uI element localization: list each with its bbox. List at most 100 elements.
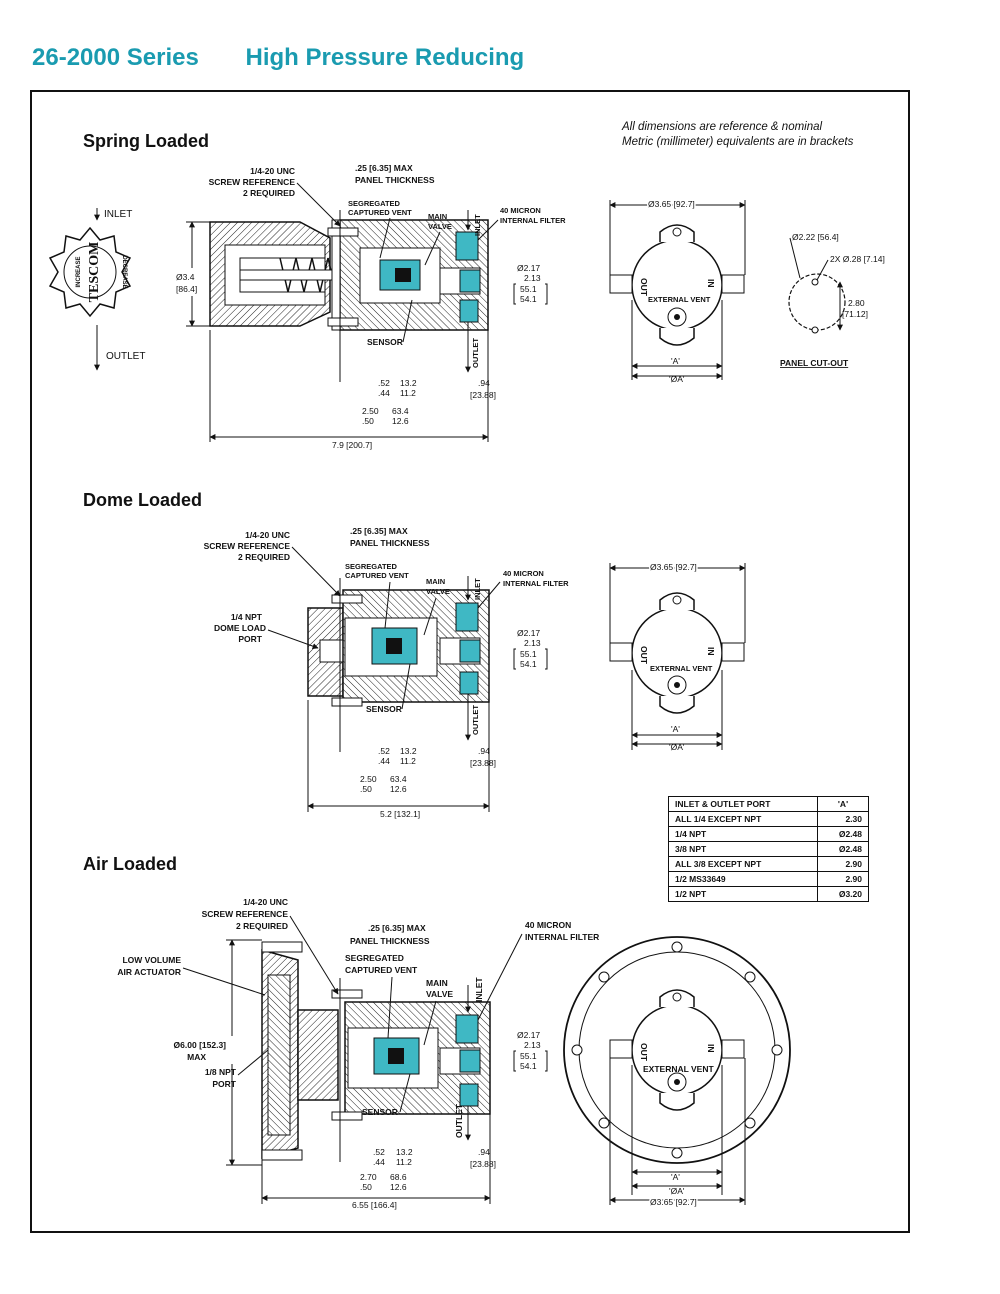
knob-brand: TESCOM xyxy=(87,242,102,303)
dome-dim-d52-2: .44 xyxy=(378,756,390,766)
dome-screw-ref-1: 1/4-20 UNC xyxy=(245,530,290,540)
spring-oa-label: 'ØA' xyxy=(669,374,685,384)
air-dim-d365: Ø3.65 [92.7] xyxy=(650,1197,697,1207)
dome-filter-2: INTERNAL FILTER xyxy=(503,579,569,588)
table-cell-port: 3/8 NPT xyxy=(668,841,818,857)
dome-front-view: OUT IN EXTERNAL VENT Ø3.65 [92.7] 'A' 'Ø… xyxy=(609,561,746,752)
cutout-dim-d280-2: [71.12] xyxy=(842,309,868,319)
dome-panel-1: .25 [6.35] MAX xyxy=(350,526,408,536)
table-cell-a: 2.90 xyxy=(817,871,869,887)
air-out-label: OUT xyxy=(639,1043,649,1062)
spring-dim-d132-1: 13.2 xyxy=(400,378,417,388)
table-cell-a: Ø3.20 xyxy=(817,886,869,902)
air-panel-2: PANEL THICKNESS xyxy=(350,936,430,946)
air-regulator-section xyxy=(261,941,491,1162)
air-valve-1: MAIN xyxy=(426,978,448,988)
air-annotations: 1/4-20 UNC SCREW REFERENCE 2 REQUIRED .2… xyxy=(117,897,599,1210)
air-dim-d52-2: .44 xyxy=(373,1157,385,1167)
spring-filter-1: 40 MICRON xyxy=(500,206,541,215)
spring-valve-1: MAIN xyxy=(428,212,447,221)
dome-outlet: OUTLET xyxy=(471,705,480,735)
spring-a-label: 'A' xyxy=(671,356,680,366)
dome-screw-ref-3: 2 REQUIRED xyxy=(238,552,290,562)
air-dia600-2: MAX xyxy=(187,1052,206,1062)
table-cell-port: 1/2 MS33649 xyxy=(668,871,818,887)
dome-out-label: OUT xyxy=(639,646,649,665)
table-cell-a: Ø2.48 xyxy=(817,841,869,857)
cutout-label: PANEL CUT-OUT xyxy=(780,358,849,368)
table-cell-port: 1/2 NPT xyxy=(668,886,818,902)
spring-dim-d34-2: [86.4] xyxy=(176,284,197,294)
air-dim-d132-1: 13.2 xyxy=(396,1147,413,1157)
air-dim-d686-1: 68.6 xyxy=(390,1172,407,1182)
spring-ext-vent: EXTERNAL VENT xyxy=(648,295,711,304)
dome-dim-d132-2: 11.2 xyxy=(400,756,416,766)
dome-dim-d94-2: [23.88] xyxy=(470,758,496,768)
knob-inlet-label: INLET xyxy=(104,209,132,220)
spring-dim-d52-1: .52 xyxy=(378,378,390,388)
dome-dim-d250-2: .50 xyxy=(360,784,372,794)
spring-screw-ref-3: 2 REQUIRED xyxy=(243,188,295,198)
dome-dim-d94-1: .94 xyxy=(478,746,490,756)
dome-port-1: 1/4 NPT xyxy=(231,612,263,622)
air-dim-d132-2: 11.2 xyxy=(396,1157,412,1167)
spring-sensor: SENSOR xyxy=(367,337,403,347)
table-header: INLET & OUTLET PORT 'A' xyxy=(668,796,869,812)
dome-dim-d551-2: 54.1 xyxy=(520,659,537,669)
dome-dim-d634-1: 63.4 xyxy=(390,774,407,784)
cutout-dim-d222: Ø2.22 [56.4] xyxy=(792,232,839,242)
note-line-2: Metric (millimeter) equivalents are in b… xyxy=(622,136,854,148)
spring-dim-d634-2: 12.6 xyxy=(392,416,409,426)
dome-annotations: 1/4-20 UNC SCREW REFERENCE 2 REQUIRED .2… xyxy=(204,526,570,819)
table-cell-port: 1/4 NPT xyxy=(668,826,818,842)
spring-screw-ref-1: 1/4-20 UNC xyxy=(250,166,295,176)
spring-outlet: OUTLET xyxy=(471,338,480,368)
air-port-2: PORT xyxy=(212,1079,236,1089)
drawing-frame xyxy=(30,90,910,1233)
dome-dim-d250-1: 2.50 xyxy=(360,774,377,784)
dome-panel-2: PANEL THICKNESS xyxy=(350,538,430,548)
air-dim-length: 6.55 [166.4] xyxy=(352,1200,397,1210)
air-dim-d217-2: 2.13 xyxy=(524,1040,541,1050)
air-in-label: IN xyxy=(706,1044,716,1053)
panel-cutout: Ø2.22 [56.4] 2X Ø.28 [7.14] 2.80 [71.12]… xyxy=(780,232,885,368)
air-port-1: 1/8 NPT xyxy=(205,1067,237,1077)
air-dim-d94-1: .94 xyxy=(478,1147,490,1157)
knob-outlet-label: OUTLET xyxy=(106,351,145,362)
spring-filter-2: INTERNAL FILTER xyxy=(500,216,566,225)
air-filter-1: 40 MICRON xyxy=(525,920,571,930)
spring-vent-1: SEGREGATED xyxy=(348,199,401,208)
dome-port-3: PORT xyxy=(238,634,262,644)
dome-inlet: INLET xyxy=(473,578,482,600)
spring-panel-1: .25 [6.35] MAX xyxy=(355,163,413,173)
spring-dim-d132-2: 11.2 xyxy=(400,388,416,398)
air-dim-d551-2: 54.1 xyxy=(520,1061,537,1071)
spring-dim-d551-1: 55.1 xyxy=(520,284,537,294)
section-title-air: Air Loaded xyxy=(83,854,178,874)
dome-sensor: SENSOR xyxy=(366,704,402,714)
table-cell-a: 2.30 xyxy=(817,811,869,827)
table-cell-a: 2.90 xyxy=(817,856,869,872)
dome-dim-d365: Ø3.65 [92.7] xyxy=(650,562,697,572)
air-a-label: 'A' xyxy=(671,1172,680,1182)
air-oa-label: 'ØA' xyxy=(669,1186,685,1196)
air-dim-d52-1: .52 xyxy=(373,1147,385,1157)
table-cell-port: ALL 3/8 EXCEPT NPT xyxy=(668,856,818,872)
spring-dim-d217-2: 2.13 xyxy=(524,273,541,283)
cutout-dim-holes: 2X Ø.28 [7.14] xyxy=(830,254,885,264)
air-screw-ref-2: SCREW REFERENCE xyxy=(202,909,289,919)
series-title: 26-2000 Series xyxy=(32,44,199,71)
spring-dim-d94-1: .94 xyxy=(478,378,490,388)
dome-a-label: 'A' xyxy=(671,724,680,734)
air-filter-2: INTERNAL FILTER xyxy=(525,932,599,942)
dome-dim-d217-2: 2.13 xyxy=(524,638,541,648)
dome-screw-ref-2: SCREW REFERENCE xyxy=(204,541,291,551)
spring-dim-d217-1: Ø2.17 xyxy=(517,263,540,273)
air-screw-ref-3: 2 REQUIRED xyxy=(236,921,288,931)
spring-dim-d250-2: .50 xyxy=(362,416,374,426)
air-dim-d270-2: .50 xyxy=(360,1182,372,1192)
